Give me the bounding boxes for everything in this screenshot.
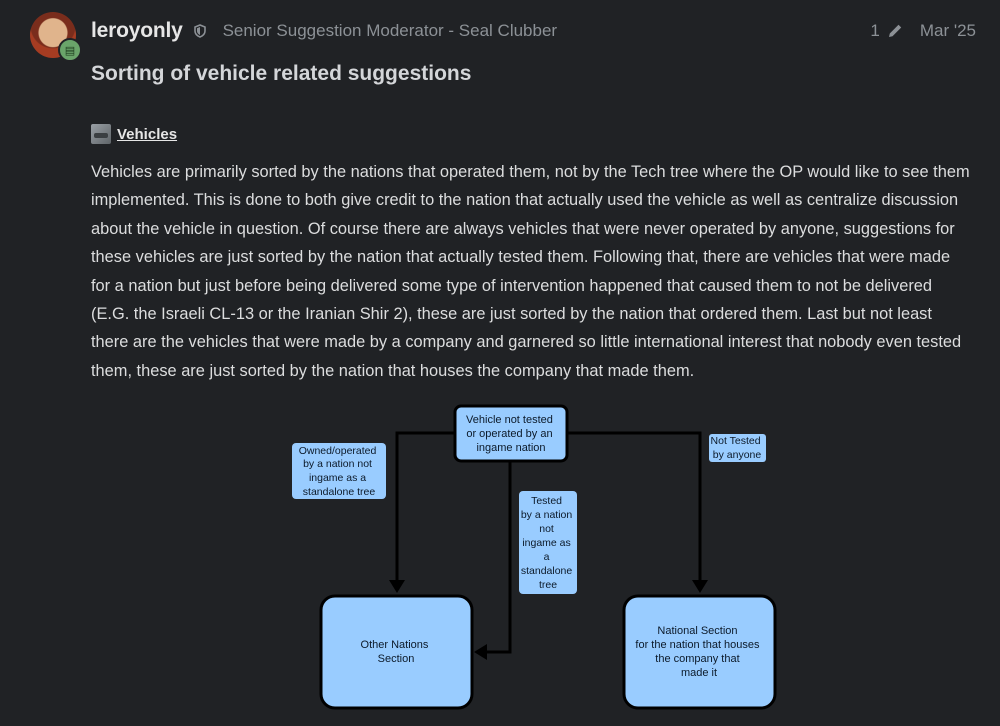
arrowheads <box>389 580 708 660</box>
node-other-nations-text: Other Nations Section <box>361 639 432 665</box>
edge-label-right <box>709 434 766 462</box>
post-body: Vehicles are primarily sorted by the nat… <box>91 163 970 380</box>
edge-label-left-text: Owned/operated by a nation not ingame as… <box>299 445 380 498</box>
user-title: Senior Suggestion Moderator - Seal Clubb… <box>222 21 558 40</box>
root-node <box>453 404 569 463</box>
node-national-section <box>622 594 777 710</box>
edge-label-mid <box>519 491 577 594</box>
section-heading: Vehicles <box>91 124 177 144</box>
username[interactable]: leroyonly <box>91 19 183 42</box>
pencil-icon[interactable] <box>886 22 904 40</box>
edge-label-left <box>292 443 386 499</box>
edge-label-mid-text: Tested by a nation not ingame as a stand… <box>521 495 575 591</box>
edge-label-right-text: Not Tested by anyone <box>711 435 764 461</box>
post-header: leroyonly Senior Suggestion Moderator - … <box>91 18 976 44</box>
post-title: Sorting of vehicle related suggestions <box>91 62 472 85</box>
connector-lines <box>395 431 702 654</box>
section-label[interactable]: Vehicles <box>117 125 178 143</box>
edit-count[interactable]: 1 <box>870 21 880 40</box>
node-other-nations <box>319 594 474 710</box>
root-node-text: Vehicle not tested or operated by an ing… <box>466 414 556 454</box>
node-national-section-text: National Section for the nation that hou… <box>635 625 762 679</box>
vehicle-icon <box>91 124 111 144</box>
moderator-badge-icon: ▤ <box>58 38 82 62</box>
post-meta: 1 Mar '25 <box>870 21 976 41</box>
post-date[interactable]: Mar '25 <box>919 21 976 40</box>
shield-icon <box>193 24 206 38</box>
